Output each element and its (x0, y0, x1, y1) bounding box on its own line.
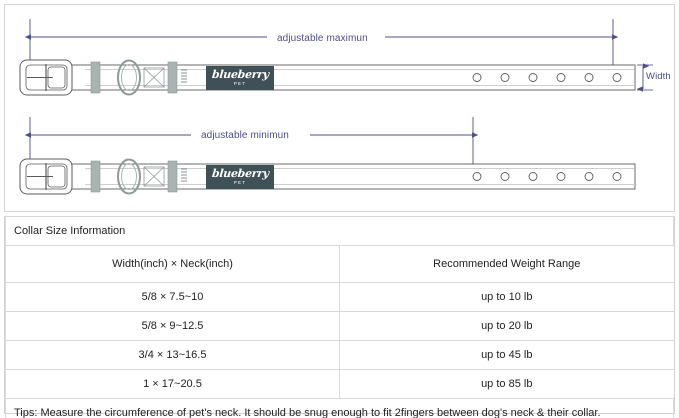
tips-text: Tips: Measure the circumference of pet's… (5, 398, 674, 418)
table-header-row: Width(inch) × Neck(inch) Recommended Wei… (5, 245, 674, 283)
table-row: 3/4 × 13~16.5 up to 45 lb (5, 340, 674, 370)
cell-weight: up to 85 lb (339, 369, 674, 399)
cell-size: 5/8 × 9~12.5 (5, 311, 340, 341)
cell-weight: up to 45 lb (339, 340, 674, 370)
collar-size-table: Collar Size Information Width(inch) × Ne… (5, 216, 674, 418)
column-header-size: Width(inch) × Neck(inch) (5, 245, 340, 283)
cell-size: 5/8 × 7.5~10 (5, 282, 340, 312)
logo-subtext: PET (233, 180, 247, 185)
width-label: Width (646, 71, 671, 82)
top-collar-group (19, 19, 653, 96)
bottom-collar-group (19, 117, 636, 195)
adjustable-minimum-label: adjustable minimun (201, 130, 289, 141)
cell-weight: up to 20 lb (339, 311, 674, 341)
adjustable-maximum-label: adjustable maximun (277, 33, 368, 44)
logo-wordmark: blueberry (210, 68, 270, 81)
table-title-row: Collar Size Information (5, 216, 674, 246)
cell-size: 1 × 17~20.5 (5, 369, 340, 399)
table-tips-row: Tips: Measure the circumference of pet's… (5, 398, 674, 418)
cell-size: 3/4 × 13~16.5 (5, 340, 340, 370)
collar-size-table-panel: Collar Size Information Width(inch) × Ne… (4, 216, 675, 418)
table-row: 1 × 17~20.5 up to 85 lb (5, 369, 674, 399)
logo-subtext: PET (233, 81, 247, 86)
table-title: Collar Size Information (5, 216, 674, 246)
logo-wordmark: blueberry (210, 167, 270, 180)
blueberry-logo-patch-bottom: blueberry PET (206, 165, 274, 189)
collar-diagram-panel: blueberry PET blueberry PET adjustable m… (4, 4, 675, 212)
column-header-weight: Recommended Weight Range (339, 245, 674, 283)
collar-diagram-svg (19, 19, 653, 195)
table-row: 5/8 × 9~12.5 up to 20 lb (5, 311, 674, 341)
cell-weight: up to 10 lb (339, 282, 674, 312)
table-row: 5/8 × 7.5~10 up to 10 lb (5, 282, 674, 312)
blueberry-logo-patch-top: blueberry PET (206, 66, 274, 90)
